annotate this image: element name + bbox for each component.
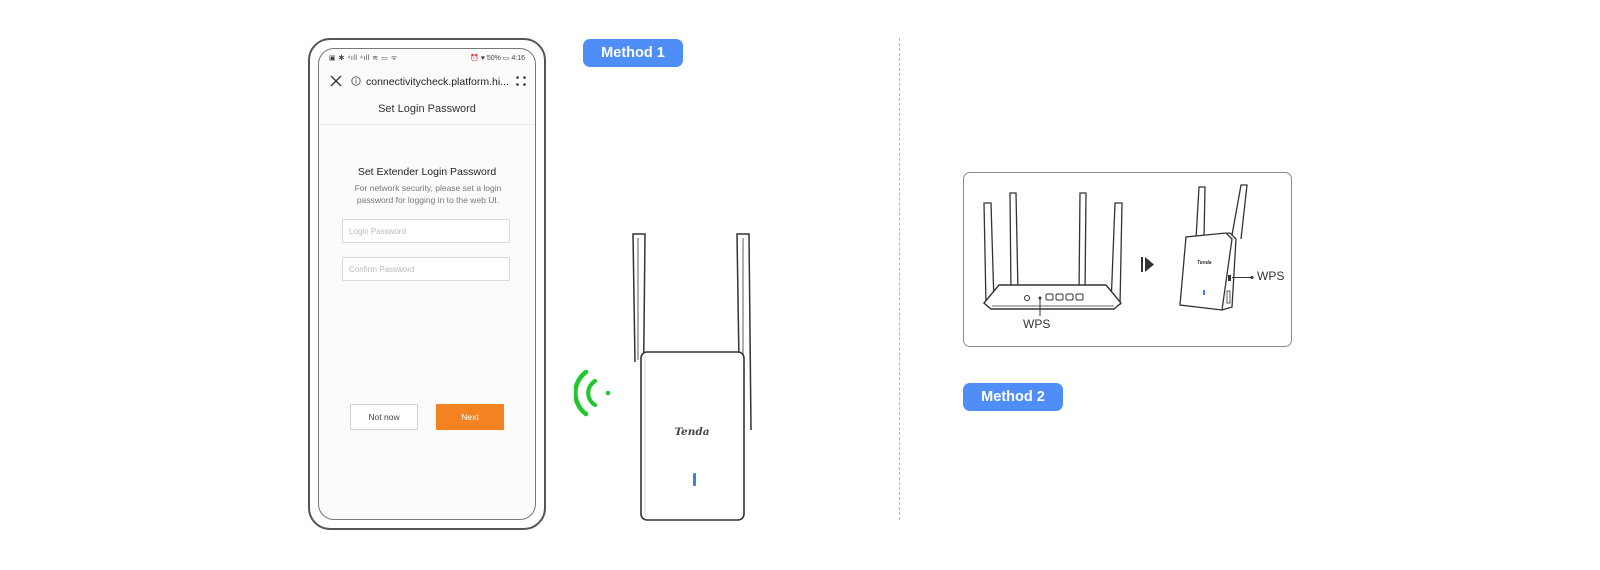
- method-2-panel: Tenda WPS WPS: [963, 172, 1292, 347]
- small-extender-brand: Tenda: [1197, 260, 1212, 266]
- small-extender: [1179, 184, 1248, 311]
- info-icon: [351, 76, 361, 86]
- method-2-badge: Method 2: [963, 383, 1063, 411]
- router-wps-label: WPS: [1023, 317, 1051, 331]
- url-text[interactable]: connectivitycheck.platform.hi...: [366, 76, 509, 88]
- range-extender: [632, 233, 752, 521]
- wifi-signal-icon: [574, 369, 611, 417]
- router-antennas: [983, 192, 1123, 306]
- status-icons-right: ⏰ ♥ 50% ▭ 4:16: [470, 55, 525, 62]
- close-icon[interactable]: [329, 74, 343, 88]
- right-antenna: [736, 233, 752, 431]
- login-password-input[interactable]: Login Password: [342, 219, 510, 243]
- extender-wps-label: WPS: [1257, 269, 1285, 283]
- title-divider: [319, 124, 535, 125]
- phone-screen: ▣ ✱ ⁴ıll ⁴ıll ≋ ▭ ᯤ ⏰ ♥ 50% ▭ 4:16 conne…: [318, 48, 536, 520]
- confirm-password-input[interactable]: Confirm Password: [342, 257, 510, 281]
- method-1-badge: Method 1: [583, 39, 683, 67]
- more-icon[interactable]: [515, 75, 527, 87]
- status-icons-left: ▣ ✱ ⁴ıll ⁴ıll ≋ ▭ ᯤ: [329, 55, 398, 62]
- page-title: Set Login Password: [378, 103, 476, 115]
- phone-mockup: ▣ ✱ ⁴ıll ⁴ıll ≋ ▭ ᯤ ⏰ ♥ 50% ▭ 4:16 conne…: [308, 38, 546, 530]
- status-bar: ▣ ✱ ⁴ıll ⁴ıll ≋ ▭ ᯤ ⏰ ♥ 50% ▭ 4:16: [319, 49, 535, 67]
- method-divider: [899, 38, 900, 520]
- browser-url-bar: connectivitycheck.platform.hi...: [319, 69, 535, 95]
- form-description: For network security, please set a login…: [354, 183, 502, 205]
- not-now-button[interactable]: Not now: [350, 404, 418, 430]
- next-button[interactable]: Next: [436, 404, 504, 430]
- extender-brand-logo: Tenda: [674, 426, 710, 438]
- wps-illustration: [983, 184, 1254, 316]
- form-heading: Set Extender Login Password: [357, 166, 497, 178]
- play-arrow-icon: [1141, 257, 1154, 272]
